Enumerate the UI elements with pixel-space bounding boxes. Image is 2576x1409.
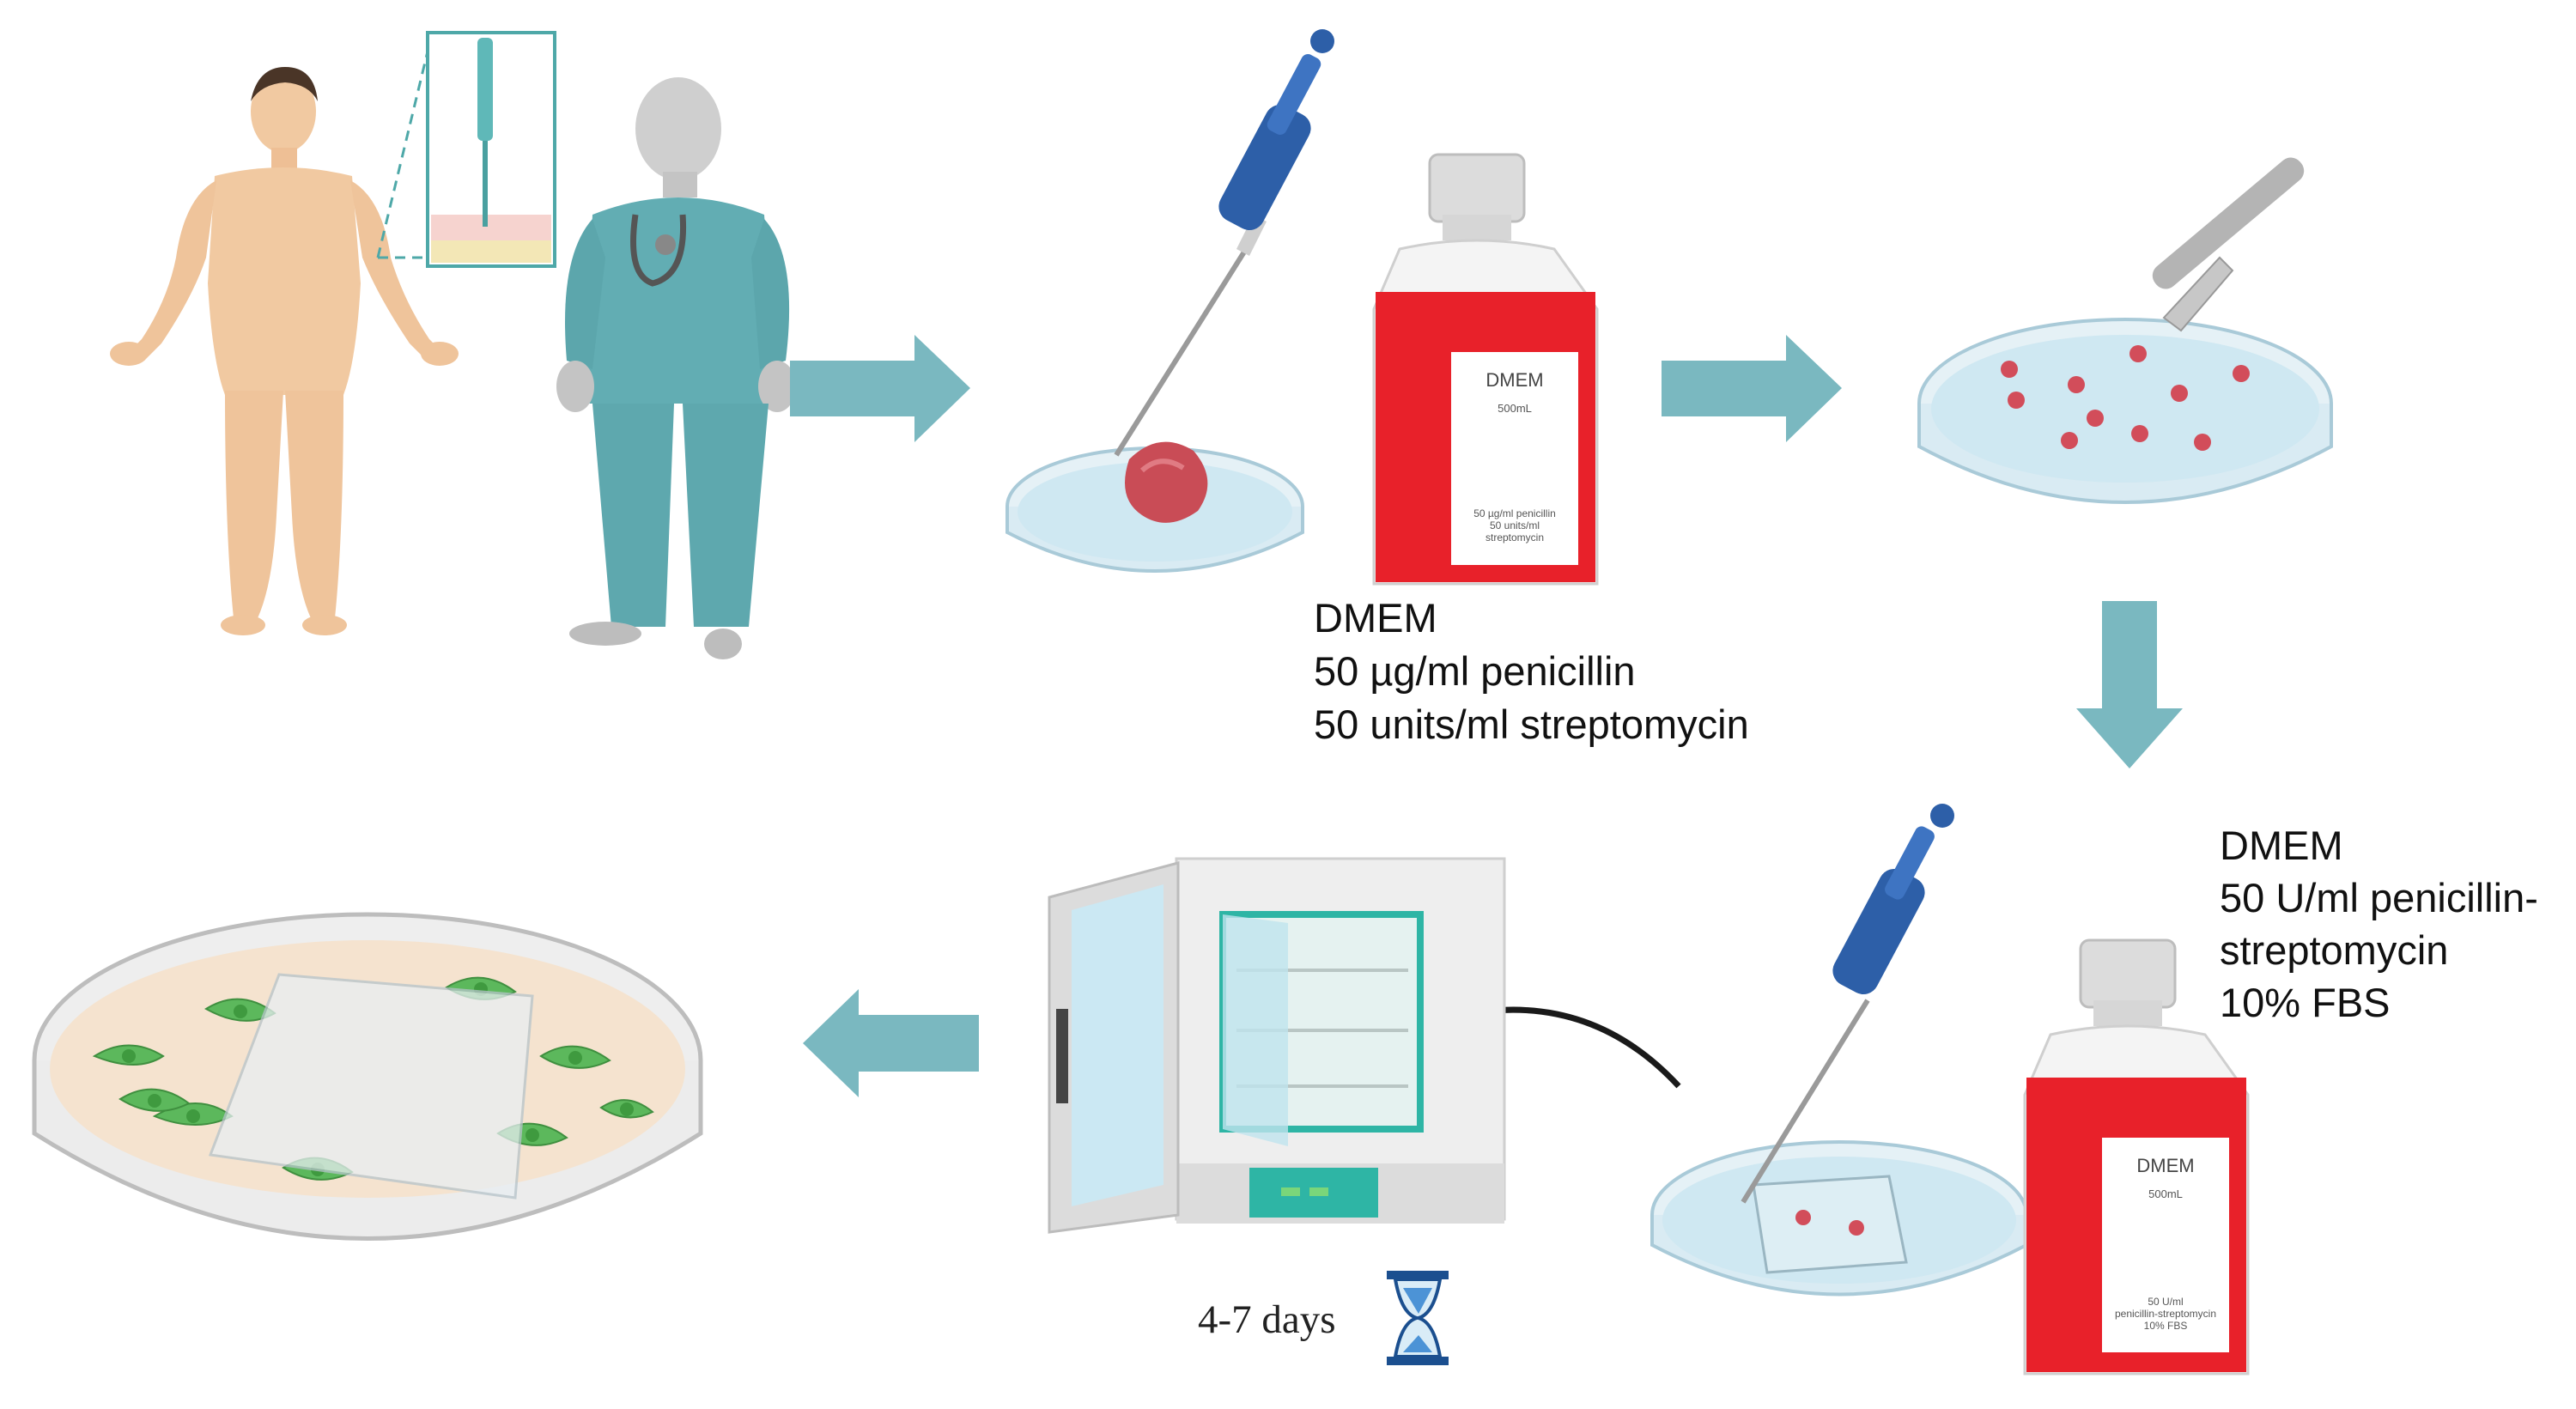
biopsy-needle-inset (376, 31, 556, 268)
step4-media-line4: 10% FBS (2220, 980, 2391, 1025)
step2-media-line2: 50 µg/ml penicillin (1314, 648, 1636, 694)
petri-dish-tissue (1005, 441, 1304, 573)
bottle1-detail2: 50 units/ml (1490, 519, 1540, 531)
bottle2-detail1: 50 U/ml (2148, 1296, 2183, 1308)
arrow-right-2 (1662, 335, 1842, 442)
hourglass-icon (1387, 1271, 1449, 1365)
scalpel (2152, 157, 2305, 332)
bottle2-detail3: 10% FBS (2144, 1320, 2188, 1332)
arrow-left-1 (803, 989, 979, 1097)
medium-bottle-2: DMEM 500mL 50 U/ml penicillin-streptomyc… (2023, 938, 2250, 1376)
pipette-2 (1741, 804, 1954, 1204)
petri-dish-coverslip (1650, 1140, 2028, 1297)
medium-bottle-1: DMEM 500mL 50 µg/ml penicillin 50 units/… (1372, 153, 1599, 586)
bottle2-volume: 500mL (2148, 1187, 2183, 1200)
step4-media-line3: streptomycin (2220, 927, 2449, 973)
step4-media-line1: DMEM (2220, 823, 2343, 868)
arrow-right-1 (790, 335, 970, 442)
petri-dish-fragments (1917, 318, 2333, 504)
step4-media-line2: 50 U/ml penicillin- (2220, 875, 2538, 920)
culture-dish-cells (32, 912, 703, 1241)
bottle1-detail3: streptomycin (1485, 531, 1544, 544)
incubator (1048, 857, 1506, 1234)
bottle1-name: DMEM (1485, 369, 1543, 391)
arrow-down-1 (2076, 601, 2183, 768)
bottle1-detail1: 50 µg/ml penicillin (1473, 507, 1556, 519)
bottle2-detail2: penicillin-streptomycin (2115, 1308, 2216, 1320)
bottle2-name: DMEM (2136, 1155, 2194, 1176)
patient-figure (110, 67, 459, 635)
bottle1-volume: 500mL (1498, 402, 1532, 415)
pipette-1 (1114, 29, 1334, 457)
doctor-figure (556, 77, 796, 659)
step2-media-line1: DMEM (1314, 595, 1437, 641)
step2-media-line3: 50 units/ml streptomycin (1314, 701, 1749, 747)
incubation-duration: 4-7 days (1198, 1297, 1336, 1342)
